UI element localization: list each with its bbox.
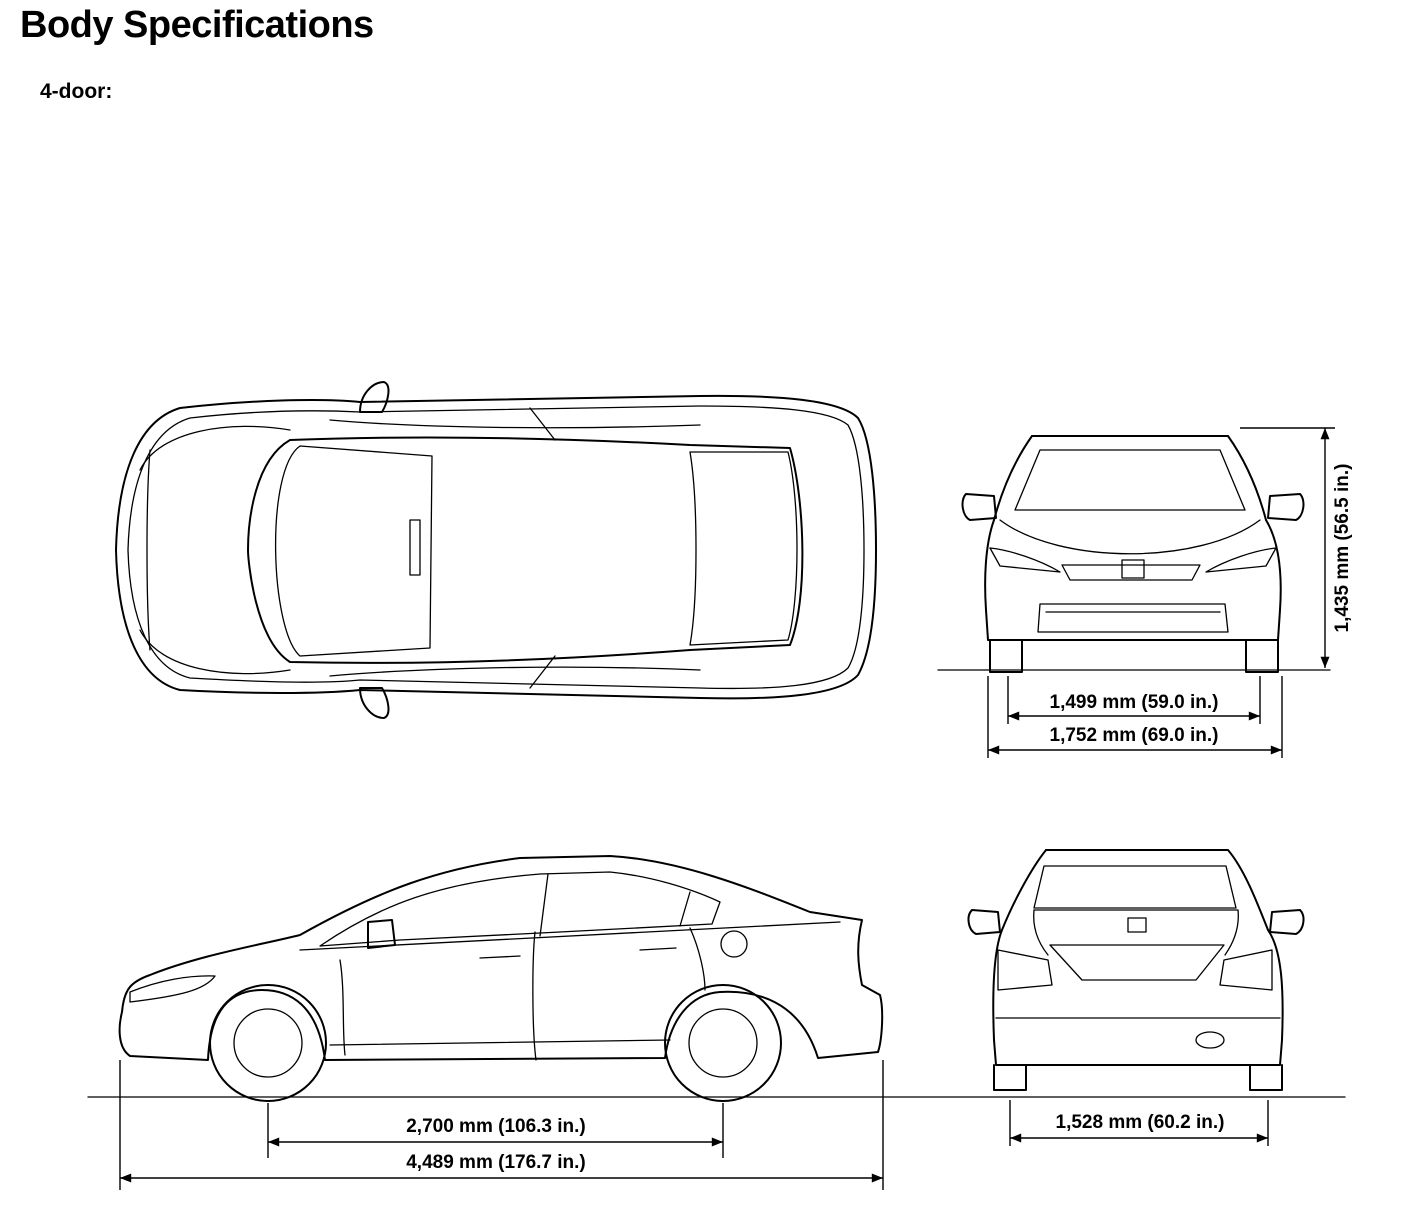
- page-title: Body Specifications: [20, 4, 374, 46]
- top-view-car: [115, 381, 877, 719]
- rear-track-dimension-label: 1,528 mm (60.2 in.): [1056, 1112, 1225, 1133]
- rear-view-car: [967, 849, 1305, 1091]
- front-track-dimension-label: 1,499 mm (59.0 in.): [1050, 692, 1219, 713]
- side-view-car: [118, 855, 884, 1102]
- width-dimension-label: 1,752 mm (69.0 in.): [1050, 725, 1219, 746]
- wheelbase-dimension-label: 2,700 mm (106.3 in.): [406, 1116, 586, 1137]
- body-type-label: 4-door:: [40, 80, 113, 103]
- height-dimension-label: 1,435 mm (56.5 in.): [1332, 464, 1353, 633]
- length-dimension-label: 4,489 mm (176.7 in.): [406, 1152, 586, 1173]
- front-view-car: [961, 435, 1305, 673]
